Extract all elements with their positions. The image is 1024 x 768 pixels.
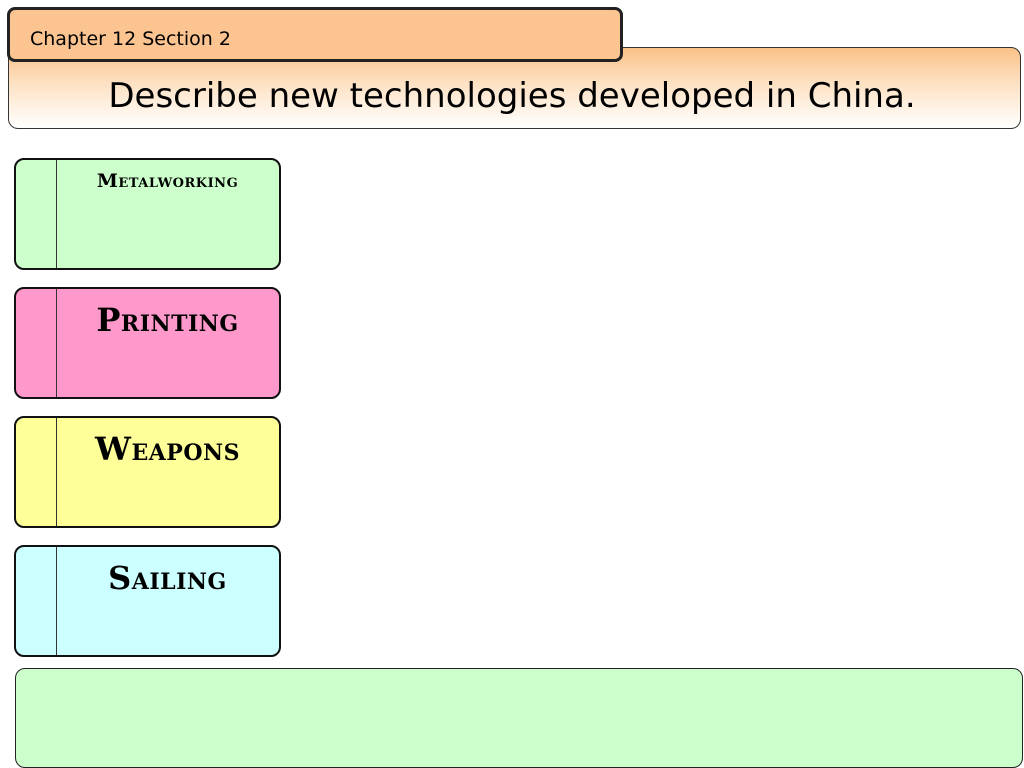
card-strip [16,418,57,526]
card-metalworking[interactable]: Metalworking [14,158,281,270]
card-label-printing: Printing [96,301,239,339]
card-label-weapons: Weapons [95,430,240,468]
section-tab-label: Chapter 12 Section 2 [30,28,231,50]
card-strip [16,160,57,268]
card-printing[interactable]: Printing [14,287,281,399]
card-label-metalworking: Metalworking [96,170,239,192]
card-label-sailing: Sailing [108,559,227,597]
card-sailing[interactable]: Sailing [14,545,281,657]
card-strip [16,289,57,397]
card-strip [16,547,57,655]
section-tab: Chapter 12 Section 2 [7,7,623,62]
page-title: Describe new technologies developed in C… [108,76,916,116]
answer-box[interactable] [15,668,1023,768]
card-weapons[interactable]: Weapons [14,416,281,528]
